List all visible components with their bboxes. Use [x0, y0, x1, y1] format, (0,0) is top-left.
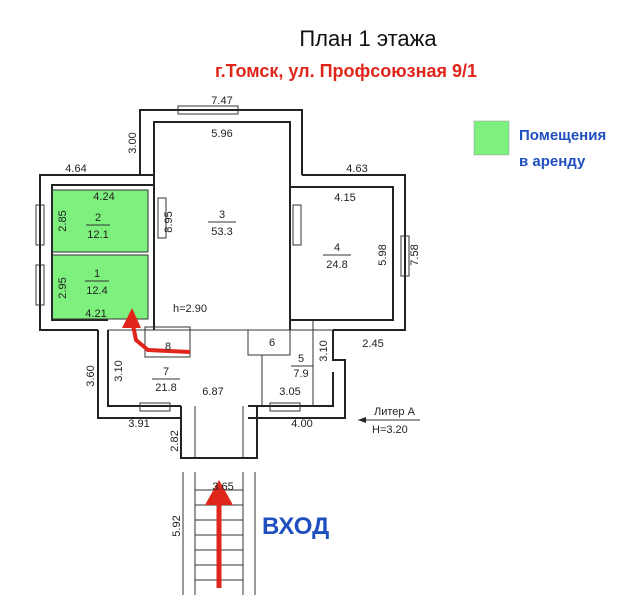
legend-swatch: [473, 120, 510, 156]
room-number: 5: [298, 353, 304, 365]
dimension-label: 3.10: [113, 360, 125, 381]
room-area: 24.8: [326, 259, 347, 271]
dimension-label: 3.65: [212, 481, 233, 493]
dimension-label: 3.10: [318, 340, 330, 361]
dimension-label: 8.95: [163, 211, 175, 232]
entrance-label: ВХОД: [262, 513, 329, 540]
legend-label-line2: в аренду: [519, 153, 586, 170]
dimension-label: 4.00: [291, 418, 312, 430]
legend-label-line1: Помещения: [519, 127, 606, 144]
room-area: 53.3: [211, 226, 232, 238]
dimension-label: 6.87: [202, 386, 223, 398]
room-number: 1: [94, 268, 100, 280]
room-area: 7.9: [293, 368, 308, 380]
room-number: 2: [95, 212, 101, 224]
dimension-label: 3.00: [127, 132, 139, 153]
room-labels: 2 12.1 1 12.4 3 53.3 4 24.8 5 7.9 6 7 21…: [85, 209, 351, 394]
room-number: 8: [165, 341, 171, 353]
dimension-label: 4.15: [334, 192, 355, 204]
dimension-label: 7.58: [409, 244, 421, 265]
dimension-label: 2.85: [57, 210, 69, 231]
outer-walls: [39, 109, 406, 459]
room-area: 12.4: [86, 285, 107, 297]
dimension-label: 5.98: [377, 244, 389, 265]
dimension-label: 2.95: [57, 277, 69, 298]
room-area: 12.1: [87, 229, 108, 241]
dimension-label: 2.45: [362, 338, 383, 350]
entrance-arrow: [205, 480, 233, 588]
dimension-label: 4.64: [65, 163, 86, 175]
ceiling-height: h=2.90: [173, 303, 207, 315]
dimensions: 7.47 5.96 3.00 8.95 4.64 4.63 4.15 5.98 …: [57, 95, 421, 537]
dimension-label: 3.91: [128, 418, 149, 430]
interior-walls: [51, 185, 333, 406]
room-2-fill: [52, 190, 148, 252]
interior-arrow: [122, 308, 191, 354]
room-number: 3: [219, 209, 225, 221]
dimension-label: 4.21: [85, 308, 106, 320]
dimension-label: 5.92: [171, 515, 183, 536]
room-number: 7: [163, 366, 169, 378]
dimension-label: 4.24: [93, 191, 114, 203]
room-number: 4: [334, 242, 340, 254]
address-label: г.Томск, ул. Профсоюзная 9/1: [215, 61, 477, 81]
dimension-label: 3.60: [85, 365, 97, 386]
dimension-label: 7.47: [211, 95, 232, 107]
dimension-label: 3.05: [279, 386, 300, 398]
dimension-label: 5.96: [211, 128, 232, 140]
literal-name: Литер А: [374, 406, 416, 418]
plan-title: План 1 этажа: [299, 26, 437, 51]
literal-arrow: [358, 417, 366, 423]
room-area: 21.8: [155, 382, 176, 394]
room-number: 6: [269, 337, 275, 349]
literal-height: Н=3.20: [372, 424, 408, 436]
windows: [35, 105, 410, 412]
dimension-label: 4.63: [346, 163, 367, 175]
dimension-label: 2.82: [169, 430, 181, 451]
